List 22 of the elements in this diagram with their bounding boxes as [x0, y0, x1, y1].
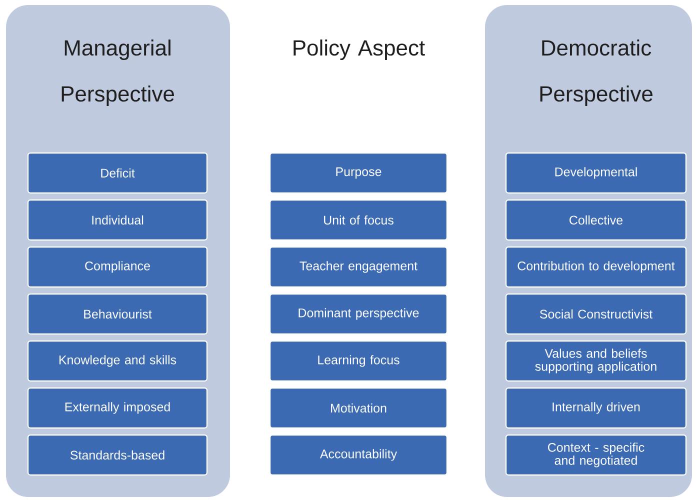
item-box: Behaviourist: [27, 293, 208, 335]
item-box: Contribution to development: [505, 246, 687, 288]
item-box: Compliance: [27, 246, 208, 288]
item-box: Dominant perspective: [269, 293, 448, 335]
item-box: Standards-based: [27, 434, 208, 476]
item-box: Collective: [505, 199, 687, 241]
item-box: Context - specific and negotiated: [505, 434, 687, 476]
item-box: Accountability: [269, 434, 448, 476]
item-box: Teacher engagement: [269, 246, 448, 288]
item-box: Purpose: [269, 152, 448, 194]
item-box: Values and beliefs supporting application: [505, 340, 687, 382]
item-box: Deficit: [27, 152, 208, 194]
item-box: Developmental: [505, 152, 687, 194]
item-box: Individual: [27, 199, 208, 241]
item-box: Motivation: [269, 387, 448, 429]
item-box: Internally driven: [505, 387, 687, 429]
item-box: Unit of focus: [269, 199, 448, 241]
item-box: Learning focus: [269, 340, 448, 382]
item-box: Knowledge and skills: [27, 340, 208, 382]
item-box: Externally imposed: [27, 387, 208, 429]
item-box: Social Constructivist: [505, 293, 687, 335]
column-heading: Policy Aspect: [294, 40, 425, 60]
